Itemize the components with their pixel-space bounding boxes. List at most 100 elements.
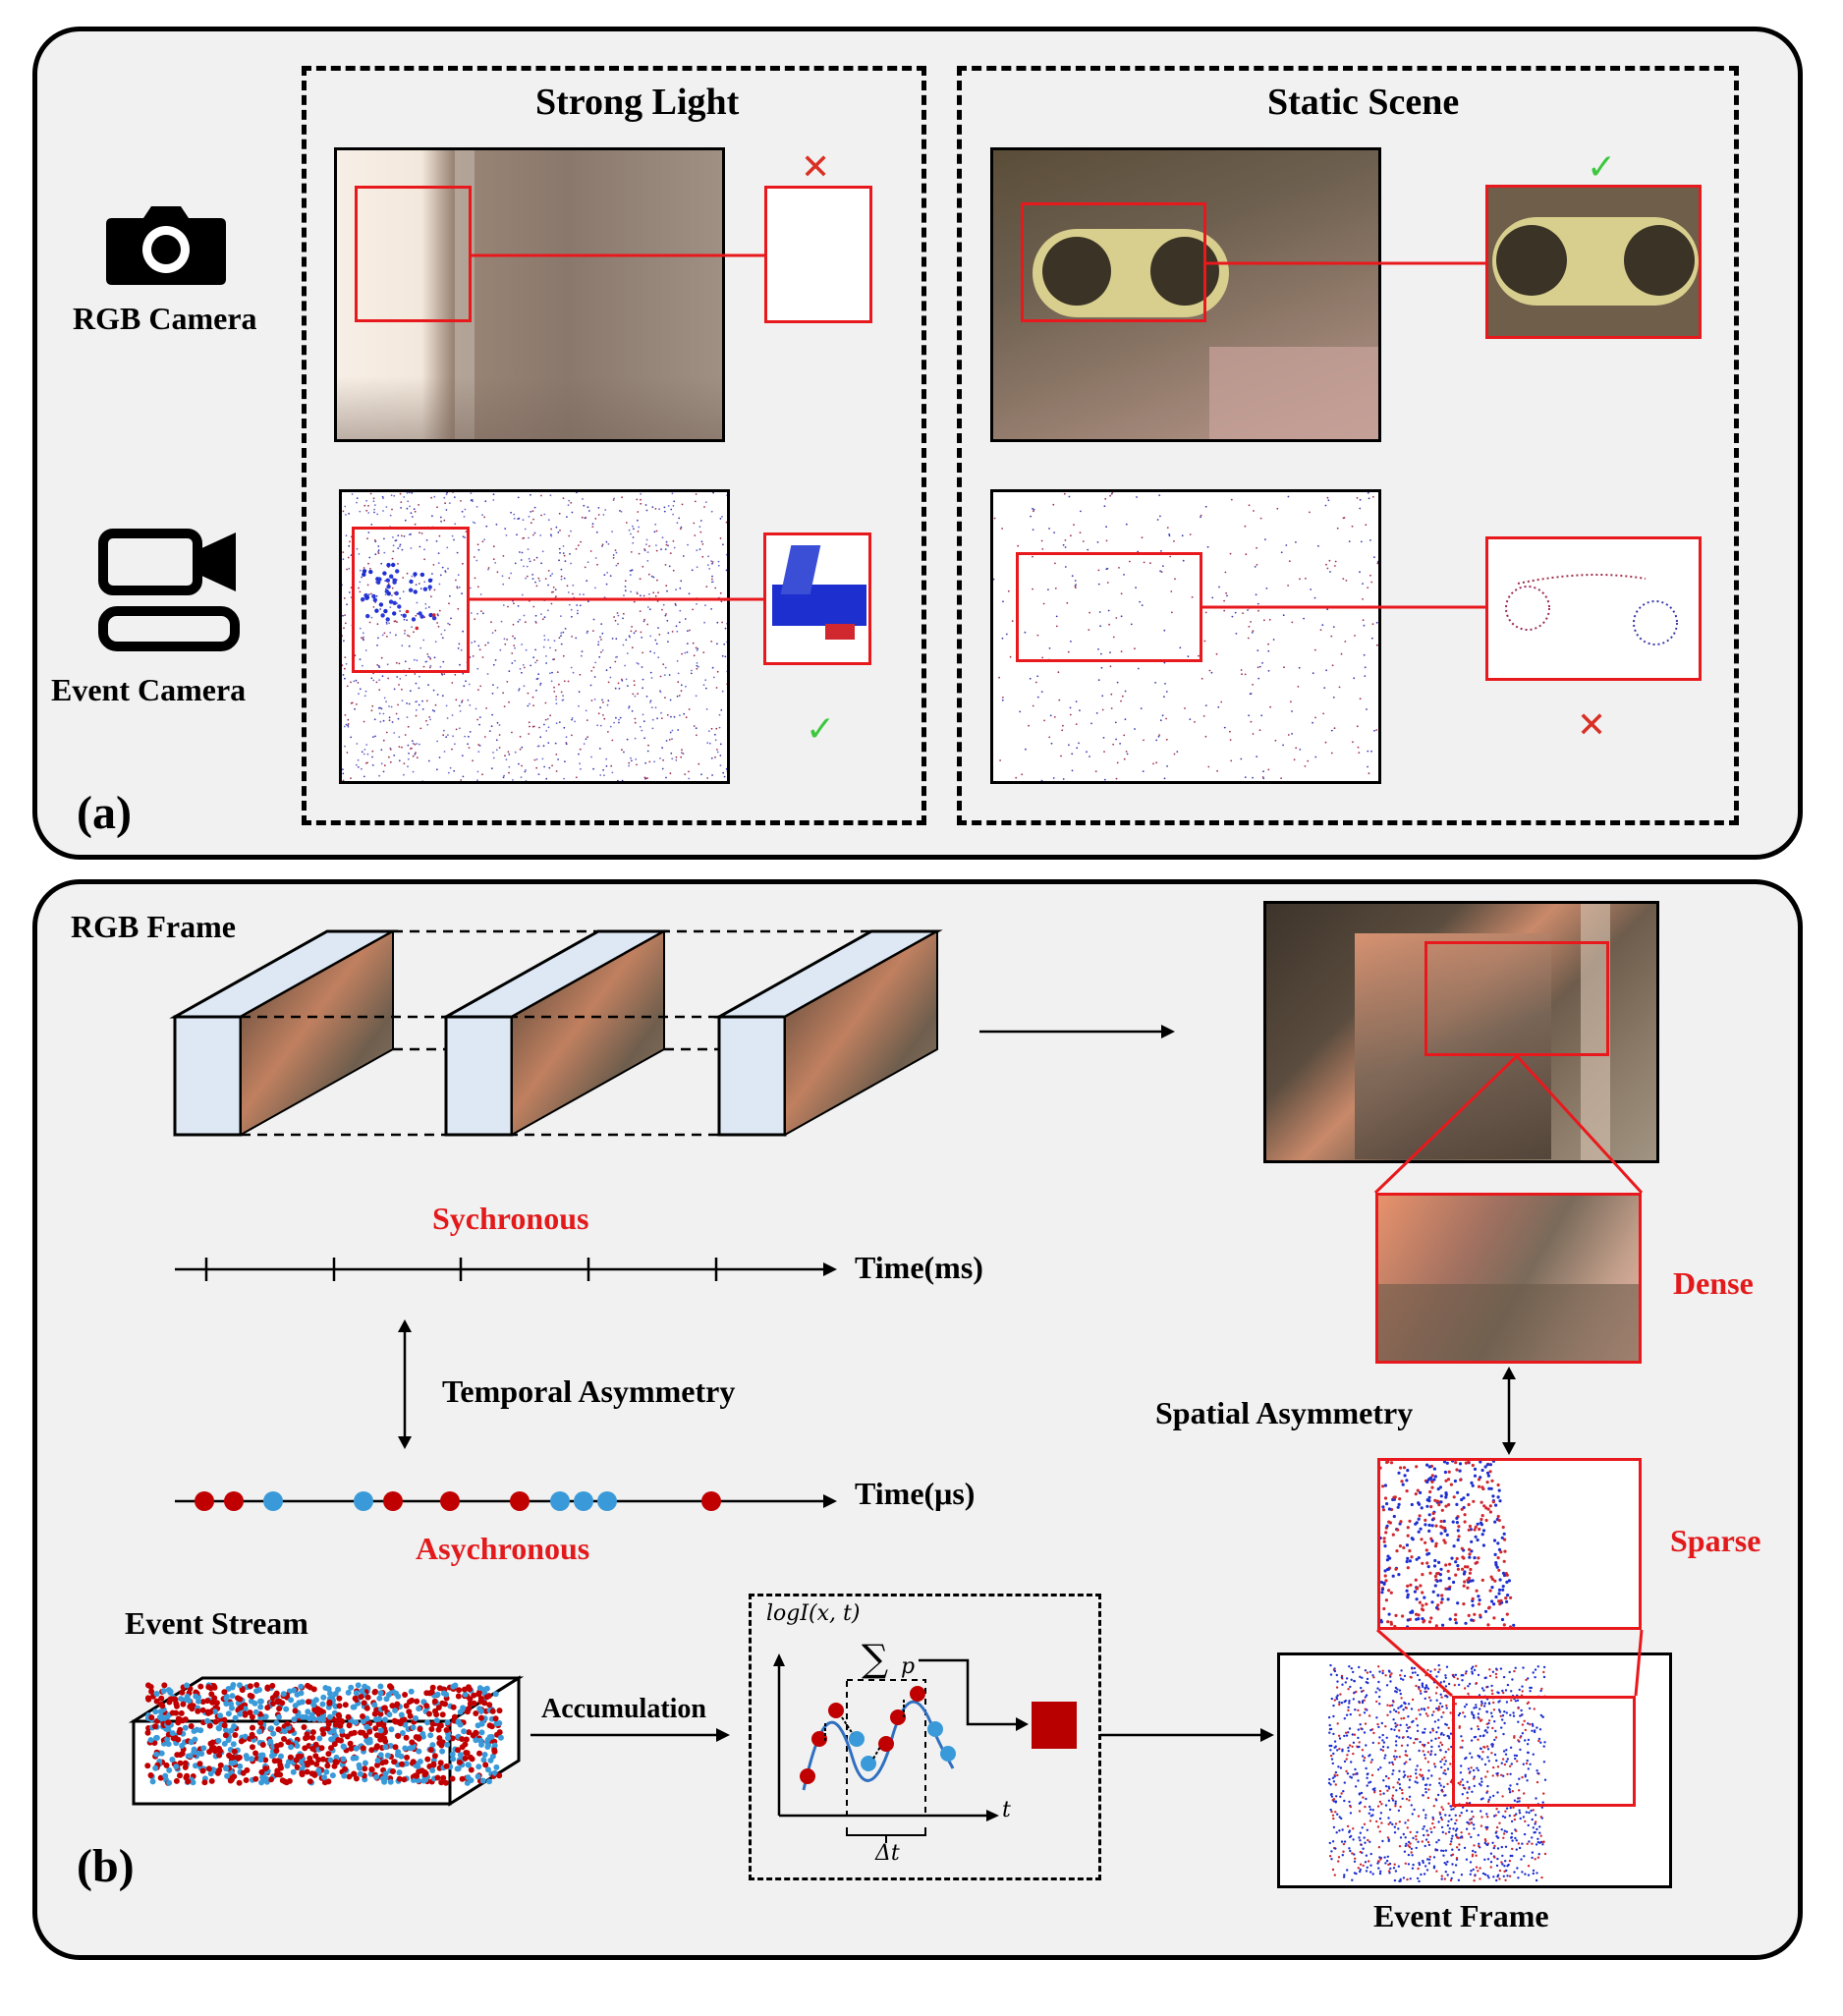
event-dot [402, 590, 405, 593]
event-dot [1047, 588, 1049, 590]
event-dot [594, 557, 597, 559]
event-dot [716, 670, 719, 673]
event-dot [344, 622, 347, 625]
event-dot [649, 635, 652, 638]
event-dot [543, 635, 546, 637]
event-dot [665, 543, 668, 546]
event-dot [646, 560, 649, 562]
event-dot [476, 612, 478, 615]
event-dot [519, 735, 522, 738]
event-dot [641, 666, 643, 668]
event-dot [543, 765, 545, 768]
event-dot [345, 534, 348, 537]
event-dot [685, 685, 687, 688]
event-dot [565, 736, 568, 739]
event-dot [400, 507, 402, 509]
event-dot [519, 551, 521, 553]
event-dot [654, 706, 657, 709]
event-dot [628, 529, 631, 532]
event-dot [1363, 624, 1366, 627]
event-dot [471, 642, 473, 644]
event-dot [563, 726, 566, 729]
event-dot [487, 567, 490, 569]
event-dot [484, 644, 487, 646]
event-dot [655, 544, 657, 546]
event-dot [406, 507, 409, 510]
event-dot [373, 508, 375, 511]
event-dot [411, 626, 413, 629]
event-dot [678, 695, 681, 697]
event-dot [367, 562, 369, 565]
event-dot [592, 666, 595, 669]
event-dot [505, 534, 508, 536]
strong-light-event-image [339, 489, 730, 784]
event-dot [469, 587, 472, 589]
event-dot [443, 729, 445, 732]
event-dot [467, 699, 470, 701]
event-dot [456, 551, 459, 554]
event-dot [535, 689, 537, 692]
event-dot [520, 559, 523, 561]
event-dot [614, 549, 617, 551]
event-dot [518, 762, 520, 765]
event-dot [415, 700, 417, 703]
event-dot [1324, 741, 1327, 744]
event-dot [1164, 683, 1166, 685]
event-dot [600, 639, 602, 641]
event-dot [389, 606, 392, 608]
event-dot [442, 660, 445, 663]
event-dot [1061, 729, 1064, 732]
event-dot [451, 534, 454, 537]
event-dot [508, 670, 511, 672]
event-dot [532, 725, 535, 728]
event-dot [1287, 495, 1290, 498]
event-dot [571, 734, 573, 737]
event-dot [506, 681, 509, 683]
event-dot [1240, 757, 1243, 760]
event-dot [721, 690, 724, 693]
event-dot [659, 691, 662, 694]
event-dot [703, 506, 705, 508]
event-dot [578, 704, 580, 707]
event-dot [342, 768, 344, 771]
event-dot [1348, 540, 1351, 542]
event-dot [478, 716, 481, 718]
event-dot [1104, 497, 1107, 500]
event-dot [427, 578, 433, 583]
event-dot [562, 699, 565, 701]
event-dot [508, 700, 510, 703]
event-dot [671, 757, 674, 760]
event-dot [475, 506, 478, 508]
event-dot [571, 636, 573, 638]
event-dot [679, 609, 682, 612]
event-dot [679, 528, 682, 531]
event-dot [696, 649, 698, 651]
event-dot [476, 770, 479, 773]
event-dot [385, 617, 390, 622]
event-dot [1116, 761, 1119, 764]
event-dot [537, 773, 540, 775]
event-dot [529, 725, 531, 728]
event-dot [1189, 533, 1192, 535]
event-dot [399, 492, 402, 495]
event-dot [535, 556, 538, 559]
event-dot [1259, 517, 1262, 520]
event-dot [1247, 609, 1249, 611]
event-dot [372, 597, 377, 602]
event-dot [492, 684, 494, 686]
event-dot [657, 591, 659, 594]
event-dot [638, 526, 641, 529]
event-dot [1053, 532, 1055, 533]
event-dot [416, 601, 419, 604]
event-dot [346, 603, 348, 606]
event-dot [393, 494, 396, 497]
event-dot [452, 492, 454, 493]
event-dot [345, 662, 348, 665]
event-dot [1260, 714, 1263, 717]
event-dot [711, 561, 714, 563]
event-dot [1120, 650, 1123, 653]
event-dot [603, 717, 606, 720]
event-dot [1291, 710, 1293, 712]
event-dot [1068, 495, 1071, 498]
event-dot [538, 726, 540, 729]
